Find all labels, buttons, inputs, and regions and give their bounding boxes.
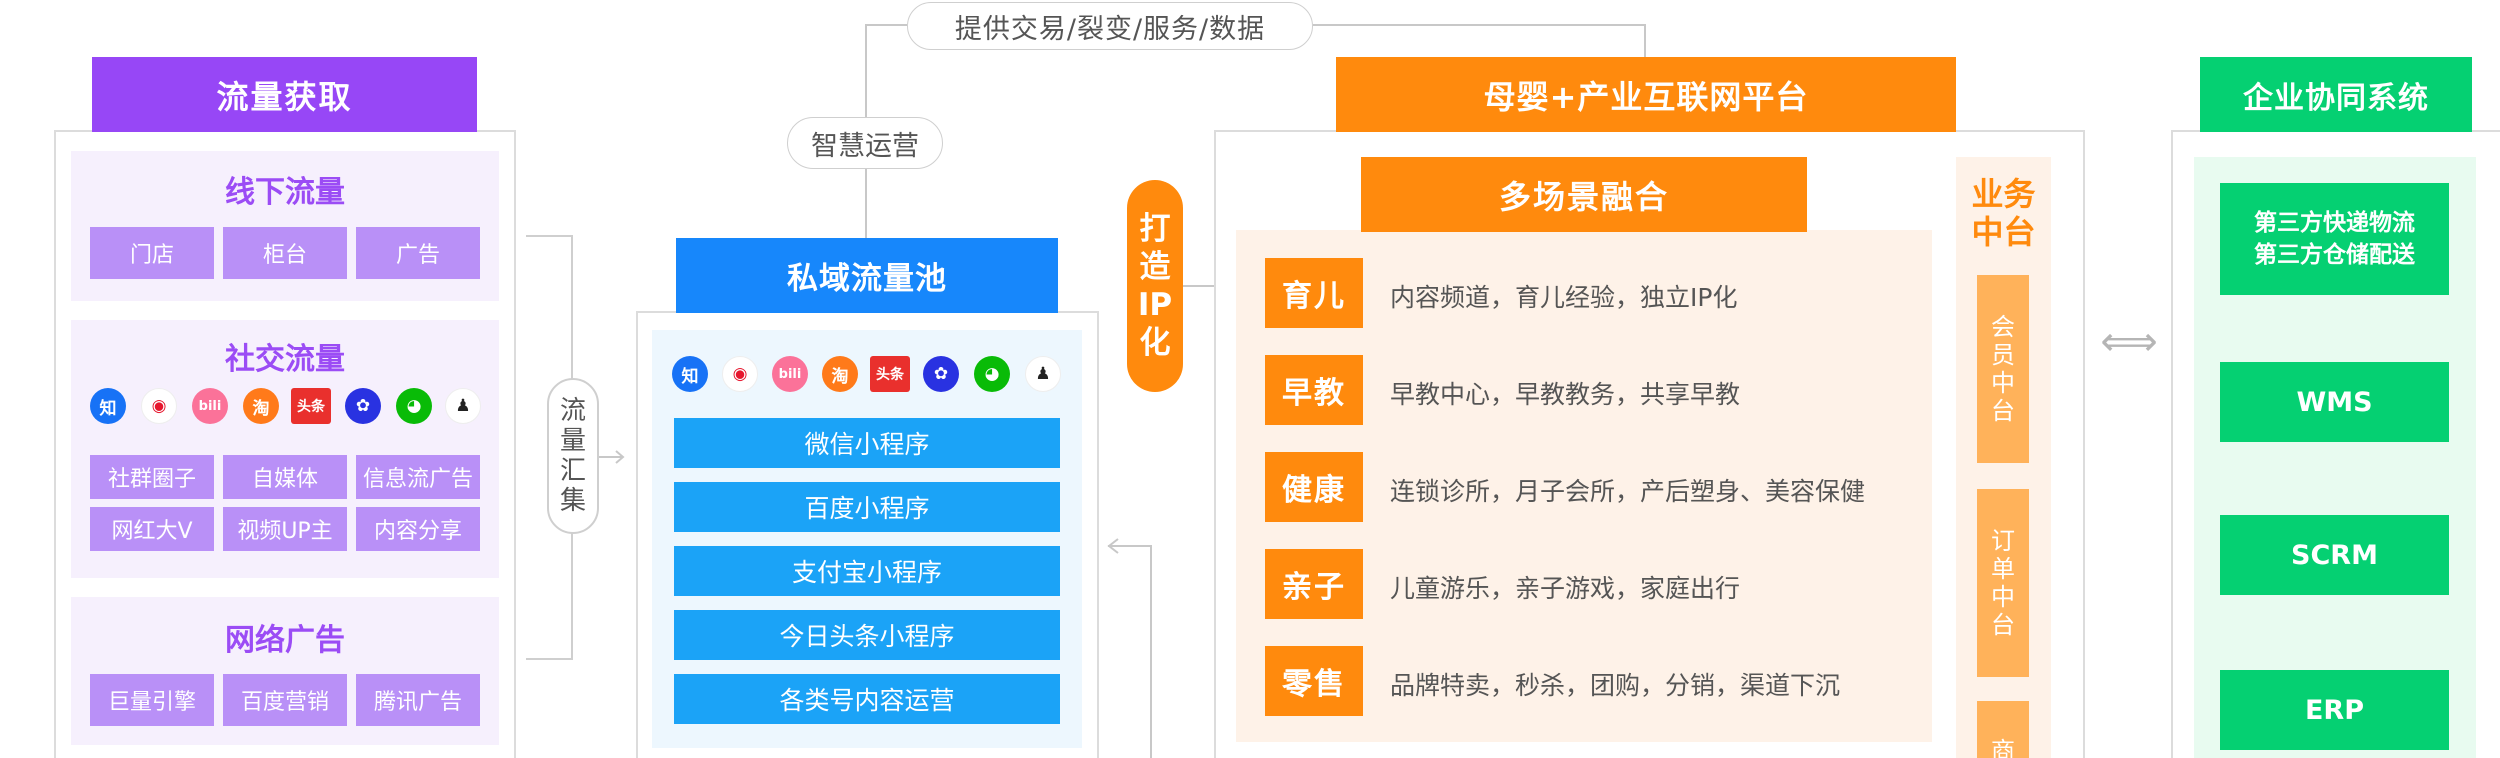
social-chip: 视频UP主 xyxy=(223,507,347,551)
taobao-icon: 淘 xyxy=(243,388,279,424)
wms-box: WMS xyxy=(2220,362,2449,442)
aggregate-char: 量 xyxy=(559,426,586,456)
double-arrow-icon: ⟺ xyxy=(2100,319,2158,365)
scene-tag: 育儿 xyxy=(1265,258,1363,328)
ip-capsule: 打 造 IP 化 xyxy=(1127,180,1183,392)
offline-chip: 柜台 xyxy=(223,227,347,279)
qq-icon: ♟ xyxy=(445,388,481,424)
connector-line xyxy=(865,24,867,117)
network-ad-chip: 腾讯广告 xyxy=(356,674,480,726)
aggregate-pill: 流 量 汇 集 xyxy=(547,378,599,534)
aggregate-char: 集 xyxy=(559,486,586,516)
scene-desc: 儿童游乐，亲子游戏，家庭出行 xyxy=(1390,574,1741,603)
network-ad-chip: 百度营销 xyxy=(223,674,347,726)
offline-section: 线下流量 门店 柜台 广告 xyxy=(71,151,499,301)
offline-chip: 门店 xyxy=(90,227,214,279)
aggregate-char: 流 xyxy=(559,396,586,426)
offline-chip: 广告 xyxy=(356,227,480,279)
scene-tag: 亲子 xyxy=(1265,549,1363,619)
pool-bar: 微信小程序 xyxy=(674,418,1060,468)
connector-line xyxy=(865,24,907,26)
platform-title: 母婴+产业互联网平台 xyxy=(1336,57,1956,132)
network-ad-chip: 巨量引擎 xyxy=(90,674,214,726)
multi-scene-title: 多场景融合 xyxy=(1361,157,1807,232)
ip-char: 打 xyxy=(1139,211,1171,247)
pool-icon-row: 知 ◉ bili 淘 头条 ✿ ◕ ♟ xyxy=(672,356,1062,396)
product-middle-item: 商 xyxy=(1977,701,2029,758)
social-chip: 自媒体 xyxy=(223,455,347,499)
social-icon-row: 知 ◉ bili 淘 头条 ✿ ◕ ♟ xyxy=(90,388,481,428)
network-ad-title: 网络广告 xyxy=(225,623,345,658)
scene-tag: 零售 xyxy=(1265,646,1363,716)
taobao-icon: 淘 xyxy=(822,356,858,392)
social-chip: 社群圈子 xyxy=(90,455,214,499)
smart-operation-pill: 智慧运营 xyxy=(787,117,943,169)
connector-line xyxy=(1644,24,1646,57)
order-middle-item: 订 单 中 台 xyxy=(1977,489,2029,677)
social-section: 社交流量 知 ◉ bili 淘 头条 ✿ ◕ ♟ 社群圈子 自媒体 信息流广告 … xyxy=(71,320,499,578)
wechat-icon: ◕ xyxy=(974,356,1010,392)
zhihu-icon: 知 xyxy=(90,388,126,424)
arrow-left-icon xyxy=(1107,538,1119,554)
ip-char: IP xyxy=(1137,287,1173,323)
zhihu-icon: 知 xyxy=(672,356,708,392)
pool-bar: 支付宝小程序 xyxy=(674,546,1060,596)
connector-line xyxy=(1150,545,1152,758)
baidu-icon: ✿ xyxy=(345,388,381,424)
pool-bar: 今日头条小程序 xyxy=(674,610,1060,660)
qq-icon: ♟ xyxy=(1025,356,1061,392)
social-chip: 信息流广告 xyxy=(356,455,480,499)
scene-tag: 早教 xyxy=(1265,355,1363,425)
aggregate-char: 汇 xyxy=(559,456,586,486)
scene-desc: 内容频道，育儿经验，独立IP化 xyxy=(1390,283,1738,312)
arrow-right-icon xyxy=(599,450,625,464)
toutiao-icon: 头条 xyxy=(291,388,331,424)
toutiao-icon: 头条 xyxy=(870,356,910,392)
baidu-icon: ✿ xyxy=(923,356,959,392)
enterprise-title: 企业协同系统 xyxy=(2200,57,2472,132)
erp-box: ERP xyxy=(2220,670,2449,750)
social-chip: 网红大V xyxy=(90,507,214,551)
wechat-icon: ◕ xyxy=(396,388,432,424)
connector-line xyxy=(1182,285,1216,287)
bilibili-icon: bili xyxy=(192,388,228,424)
connector-line xyxy=(1108,545,1152,547)
ip-char: 造 xyxy=(1139,249,1171,285)
weibo-icon: ◉ xyxy=(722,356,758,392)
bilibili-icon: bili xyxy=(772,356,808,392)
scrm-box: SCRM xyxy=(2220,515,2449,595)
business-middle-title: 业务 中台 xyxy=(1971,175,2036,251)
ip-char: 化 xyxy=(1139,325,1171,361)
scene-desc: 品牌特卖，秒杀，团购，分销，渠道下沉 xyxy=(1390,671,1841,700)
logistics-box: 第三方快递物流 第三方仓储配送 xyxy=(2220,183,2449,295)
weibo-icon: ◉ xyxy=(141,388,177,424)
private-pool-title: 私域流量池 xyxy=(676,238,1058,313)
pool-bar: 百度小程序 xyxy=(674,482,1060,532)
social-chip: 内容分享 xyxy=(356,507,480,551)
business-middle-section: 业务 中台 会 员 中 台 订 单 中 台 商 xyxy=(1956,157,2051,758)
offline-title: 线下流量 xyxy=(225,175,345,210)
services-pill: 提供交易/裂变/服务/数据 xyxy=(907,2,1313,50)
scene-desc: 早教中心，早教教务，共享早教 xyxy=(1390,380,1741,409)
enterprise-section: 第三方快递物流 第三方仓储配送 WMS SCRM ERP xyxy=(2194,157,2476,758)
private-pool-section: 知 ◉ bili 淘 头条 ✿ ◕ ♟ 微信小程序 百度小程序 支付宝小程序 今… xyxy=(652,330,1082,748)
scene-tag: 健康 xyxy=(1265,452,1363,522)
scene-desc: 连锁诊所，月子会所，产后塑身、美容保健 xyxy=(1390,477,1866,506)
connector-line xyxy=(1313,24,1646,26)
member-middle-item: 会 员 中 台 xyxy=(1977,275,2029,463)
connector-line xyxy=(865,169,867,238)
social-title: 社交流量 xyxy=(225,342,345,377)
pool-bar: 各类号内容运营 xyxy=(674,674,1060,724)
acquisition-title: 流量获取 xyxy=(92,57,477,132)
network-ad-section: 网络广告 巨量引擎 百度营销 腾讯广告 xyxy=(71,597,499,745)
